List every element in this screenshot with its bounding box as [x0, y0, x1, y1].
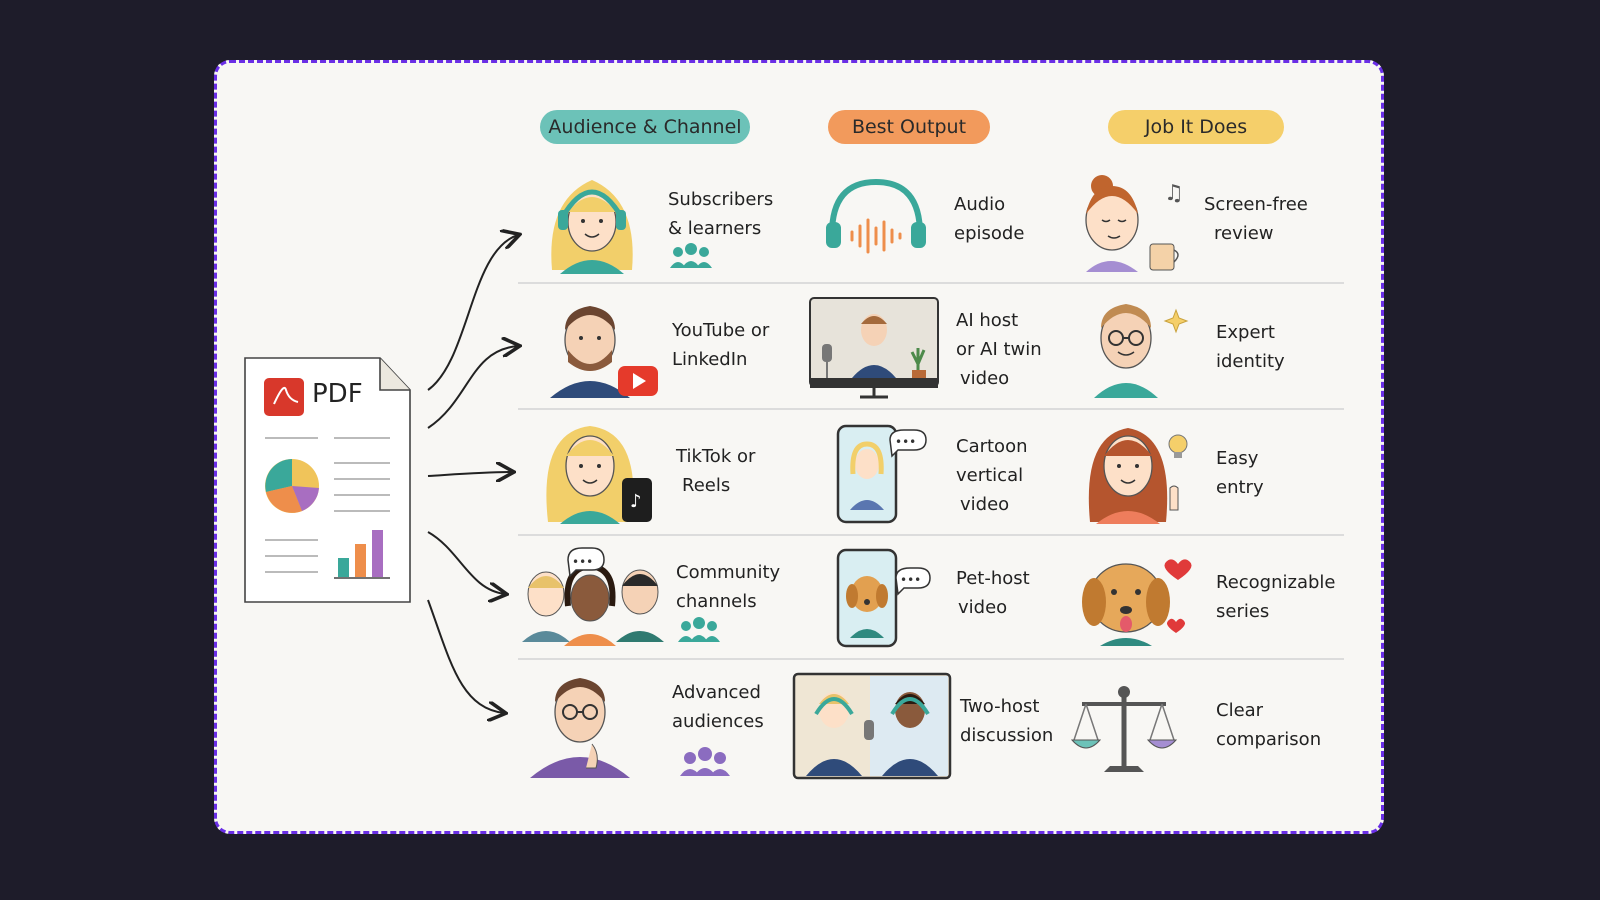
header-job-it-does: Job It Does	[1108, 110, 1284, 144]
header-audience-channel: Audience & Channel	[540, 110, 750, 144]
arrow-to-row4	[427, 531, 505, 594]
pdf-document-icon	[244, 357, 411, 603]
arrow-to-row2	[427, 346, 518, 429]
two-host-screen-icon	[792, 672, 952, 780]
svg-text:•••: •••	[895, 435, 916, 449]
cartoon-phone-icon: •••	[836, 424, 927, 524]
headphones-girl-icon	[551, 180, 633, 274]
svg-text:•••: •••	[572, 555, 593, 569]
row-divider	[518, 408, 1344, 410]
relaxing-coffee-icon: ♫	[1085, 175, 1184, 272]
svg-text:♪: ♪	[630, 491, 642, 512]
girl-tiktok-icon: ♪	[546, 426, 652, 524]
group-people-icon	[680, 747, 730, 776]
svg-text:♫: ♫	[1164, 181, 1184, 206]
group-people-icon	[670, 243, 712, 268]
lightbulb-girl-icon	[1088, 428, 1188, 524]
row1-audience-text: Subscribers& learners	[668, 189, 774, 239]
community-group-icon: •••	[522, 547, 664, 646]
arrow-to-row1	[427, 235, 518, 391]
balance-scale-icon	[1070, 686, 1178, 772]
svg-text:•••: •••	[900, 573, 921, 587]
header-best-output: Best Output	[828, 110, 990, 144]
dog-hearts-icon	[1082, 559, 1192, 646]
expert-glasses-icon	[1094, 304, 1189, 398]
row-divider	[518, 534, 1344, 536]
thinking-man-icon	[530, 678, 630, 778]
bearded-man-youtube-icon	[550, 306, 658, 398]
ai-host-monitor-icon	[809, 297, 939, 399]
pdf-label: PDF	[312, 379, 363, 409]
row-divider	[518, 282, 1344, 284]
arrow-to-row5	[427, 599, 504, 713]
group-people-icon	[678, 617, 720, 642]
row-divider	[518, 658, 1344, 660]
arrow-to-row3	[427, 472, 512, 476]
pet-host-phone-icon: •••	[836, 548, 931, 648]
headphones-waveform-icon	[826, 178, 926, 254]
